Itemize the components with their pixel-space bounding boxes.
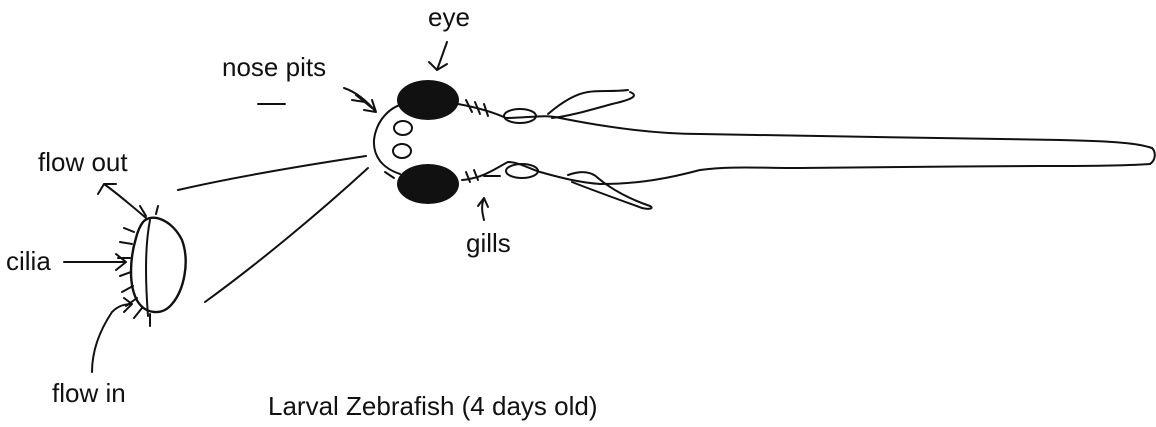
head-outline: [374, 104, 403, 174]
gill-marks-lower: [466, 170, 500, 182]
nose-pit-lower: [393, 144, 411, 158]
gill-marks-upper: [466, 100, 488, 116]
pectoral-fin-upper: [548, 90, 634, 118]
eye-lower: [397, 164, 459, 204]
gills-arrow: [478, 198, 488, 220]
nose-pits-label: nose pits: [222, 54, 326, 80]
zoom-line-upper: [178, 156, 366, 190]
zoom-line-lower: [205, 168, 368, 302]
flow-in-label: flow in: [52, 380, 126, 406]
tail-tip: [1150, 148, 1155, 164]
zebrafish-larva: [352, 80, 1155, 209]
eye-label: eye: [428, 4, 470, 30]
pectoral-fin-lower: [568, 172, 652, 209]
flow-out-arrow: [98, 184, 146, 218]
body-upper-edge: [458, 104, 1152, 148]
body-lower-edge: [462, 162, 1150, 184]
eye-arrow: [429, 42, 447, 70]
nose-pit-upper: [394, 121, 412, 135]
cilia-arrow: [64, 254, 126, 270]
nose-pit-detail-divide: [146, 220, 150, 316]
gills-label: gills: [466, 230, 511, 256]
eye-upper: [397, 80, 459, 120]
cilia-label: cilia: [6, 248, 51, 274]
flow-in-arrow: [92, 298, 132, 372]
diagram-title: Larval Zebrafish (4 days old): [268, 393, 597, 419]
snout-stroke-lower: [385, 172, 394, 178]
nose-pit-detail-outline: [131, 218, 186, 312]
cilia-hairs: [118, 206, 158, 326]
flow-out-label: flow out: [38, 149, 128, 175]
